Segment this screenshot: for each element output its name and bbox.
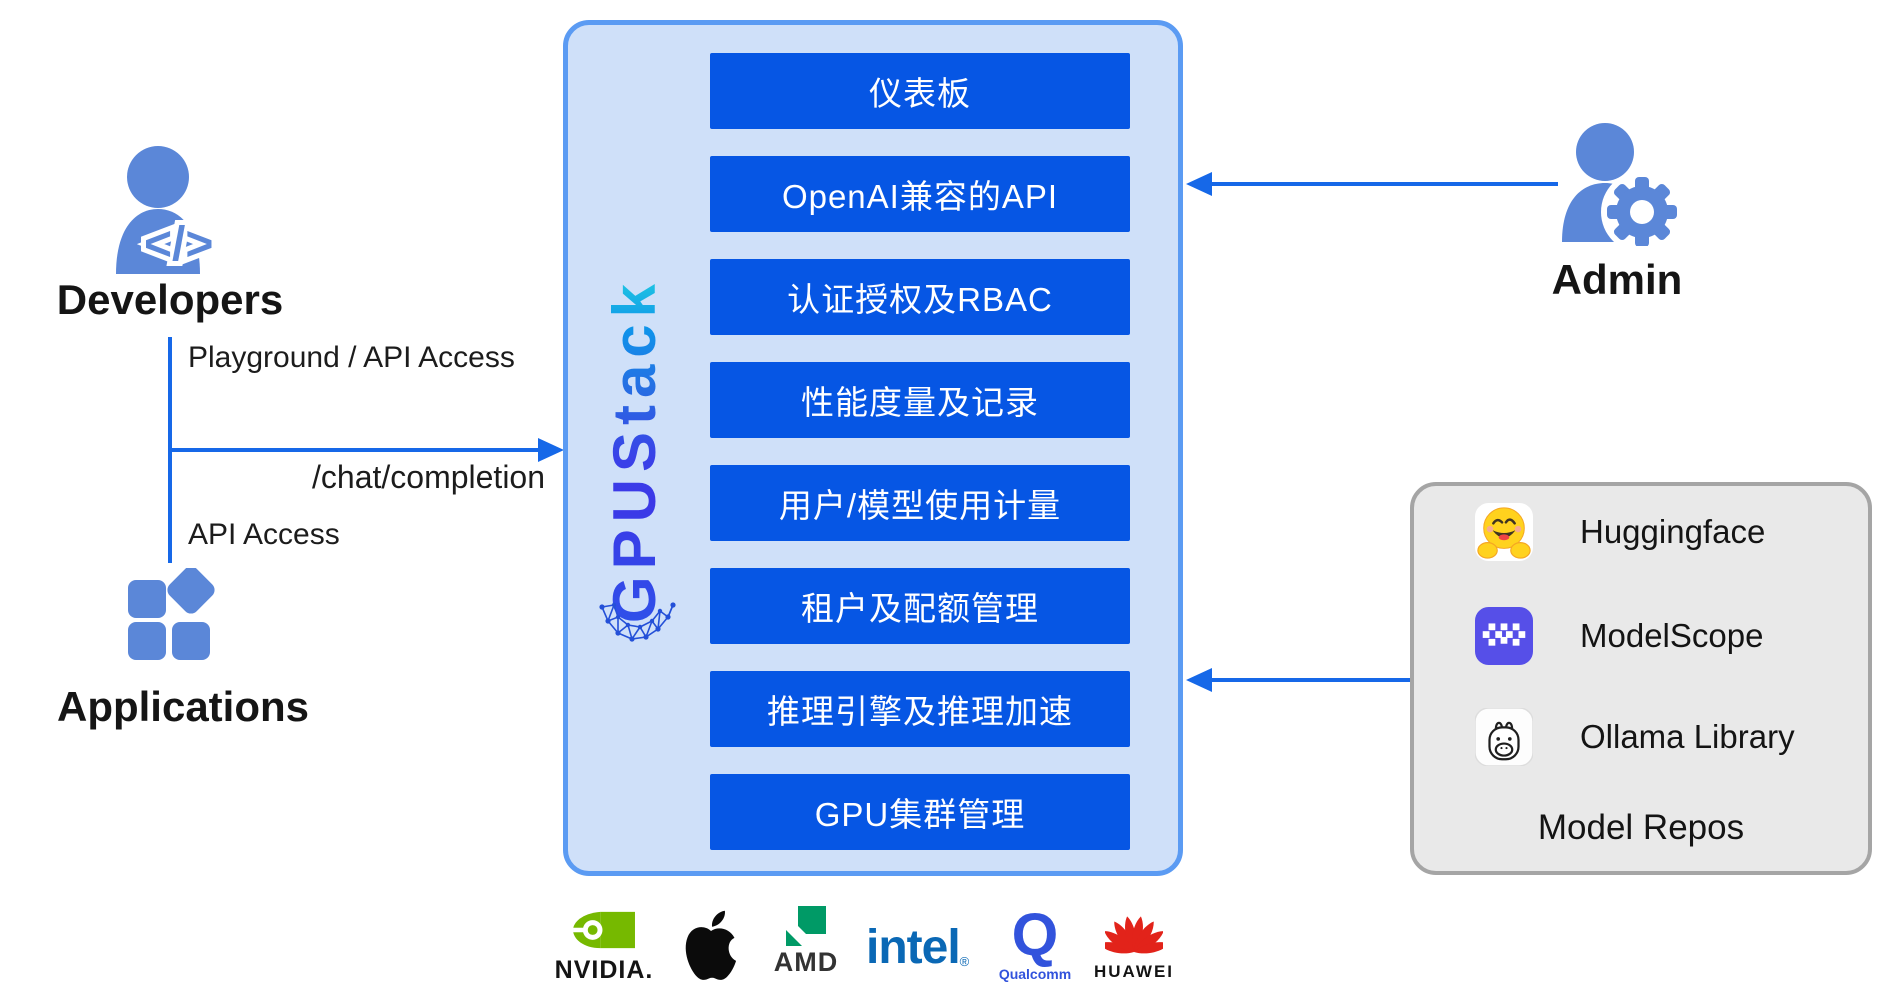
modelscope-icon	[1475, 607, 1533, 665]
nvidia-logo: NVIDIA.	[550, 906, 658, 985]
admin-arrow-line	[1210, 182, 1558, 186]
huawei-flower-icon	[1105, 916, 1163, 954]
chat-completion-arrowhead-icon	[538, 438, 564, 462]
playground-api-access-label: Playground / API Access	[188, 341, 515, 374]
feature-metrics-logging: 性能度量及记录	[710, 362, 1130, 438]
admin-person-gear-icon	[1562, 123, 1678, 246]
gpustack-panel: GPUStack 仪表板 OpenAI兼容的API 认证授权及RBAC 性能度量…	[563, 20, 1183, 876]
amd-wordmark: AMD	[773, 947, 839, 977]
feature-gpu-cluster: GPU集群管理	[710, 774, 1130, 850]
ollama-library-label: Ollama Library	[1580, 718, 1795, 755]
intel-logo: intel ®	[866, 924, 969, 972]
admin-arrowhead-icon	[1186, 172, 1212, 196]
feature-tenant-quota: 租户及配额管理	[710, 568, 1130, 644]
amd-arrow-icon	[786, 906, 826, 946]
feature-dashboard: 仪表板	[710, 53, 1130, 129]
gpustack-mesh-logo-icon	[599, 602, 676, 642]
huawei-logo: HUAWEI	[1088, 904, 1180, 982]
apple-icon	[685, 910, 737, 980]
app-blocks-icon	[128, 568, 215, 660]
model-repos-panel: Huggingface ModelScope	[1410, 482, 1872, 875]
huggingface-icon	[1475, 503, 1533, 561]
admin-label: Admin	[1551, 256, 1683, 303]
feature-openai-api: OpenAI兼容的API	[710, 156, 1130, 232]
model-repos-arrow-line	[1210, 678, 1412, 682]
qualcomm-wordmark: Qualcomm	[998, 966, 1072, 982]
feature-auth-rbac: 认证授权及RBAC	[710, 259, 1130, 335]
modelscope-label: ModelScope	[1580, 617, 1764, 654]
developer-person-code-icon: </>	[116, 146, 218, 274]
chat-completion-label: /chat/completion	[312, 459, 546, 495]
developers-label: Developers	[56, 276, 284, 323]
apple-logo	[676, 902, 746, 992]
feature-usage-metering: 用户/模型使用计量	[710, 465, 1130, 541]
huawei-wordmark: HUAWEI	[1094, 962, 1174, 981]
model-repos-arrowhead-icon	[1186, 668, 1212, 692]
nvidia-eye-icon	[573, 911, 635, 949]
huggingface-label: Huggingface	[1580, 513, 1766, 550]
api-access-label: API Access	[188, 518, 340, 551]
intel-registered-mark: ®	[959, 954, 970, 969]
applications-label: Applications	[56, 683, 310, 730]
qualcomm-q-icon: Q	[1011, 901, 1059, 968]
model-repos-title: Model Repos	[1537, 808, 1745, 847]
feature-inference-engine: 推理引擎及推理加速	[710, 671, 1130, 747]
ollama-icon	[1475, 708, 1533, 766]
amd-logo: AMD	[762, 906, 850, 978]
intel-wordmark: intel	[866, 921, 961, 974]
nvidia-wordmark: NVIDIA.	[554, 956, 654, 984]
svg-text:</>: </>	[144, 218, 213, 271]
chat-completion-arrow-line	[170, 448, 542, 452]
qualcomm-logo: Q Qualcomm	[994, 901, 1076, 983]
